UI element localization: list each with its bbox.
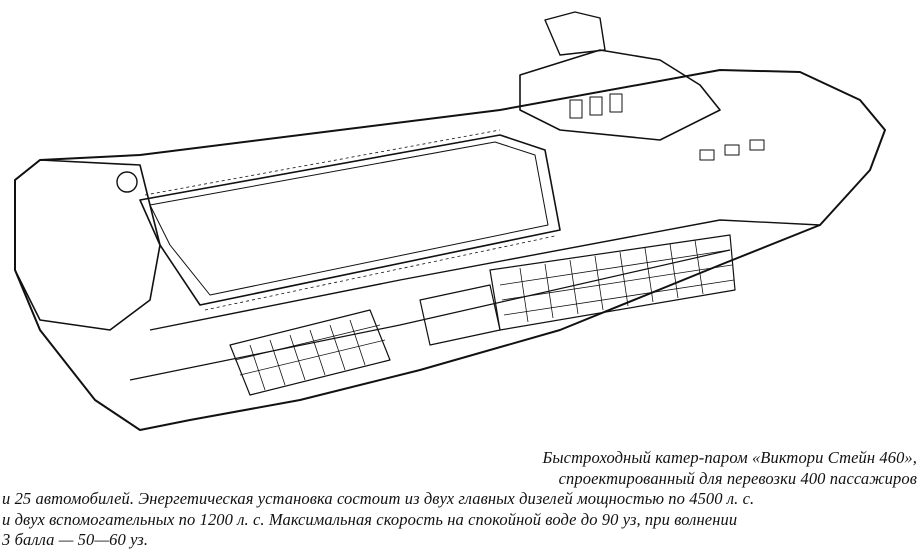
car-deck-rim: [139, 134, 561, 306]
bridge-superstructure: [519, 49, 721, 141]
figure-caption: Быстроходный катер-паром «Виктори Стейн …: [0, 448, 917, 551]
caption-line-3: и 25 автомобилей. Энергетическая установ…: [2, 489, 755, 508]
bow-ramp: [14, 159, 161, 331]
caption-line-5: 3 балла — 50—60 уз.: [2, 530, 149, 549]
hull-side-band: [149, 219, 821, 331]
caption-line-1: Быстроходный катер-паром «Виктори Стейн …: [542, 448, 917, 467]
ferry-cutaway-illustration: [14, 11, 886, 431]
hull-outline: [14, 69, 886, 431]
caption-line-4: и двух вспомогательных по 1200 л. с. Мак…: [2, 509, 738, 529]
caption-line-2: спроектированный для перевозки 400 пасса…: [558, 468, 917, 488]
engine-cutaway: [229, 234, 736, 396]
superstructure-windows: [569, 93, 765, 161]
car-deck-inner: [149, 141, 549, 296]
mast: [544, 11, 606, 56]
